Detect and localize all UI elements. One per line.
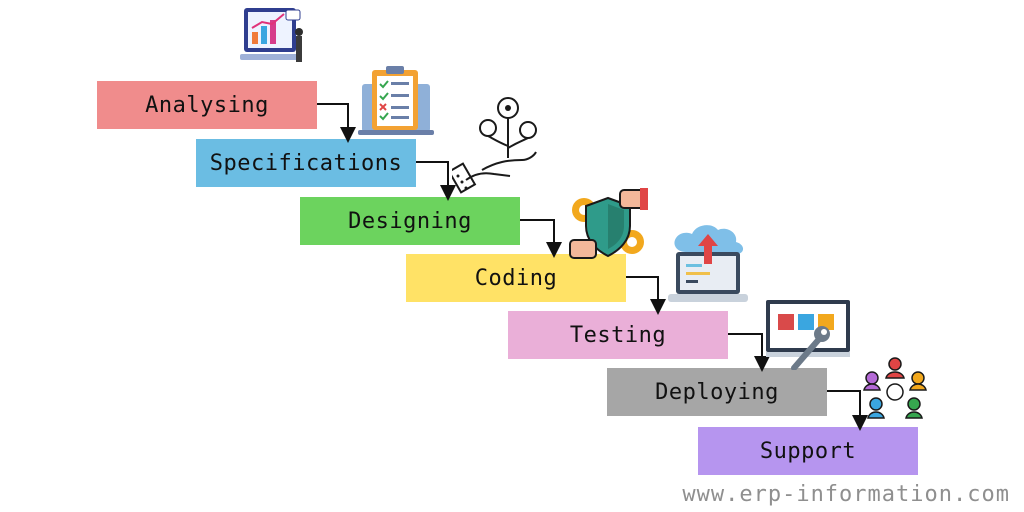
- step-label: Analysing: [145, 92, 269, 118]
- connector-arrow: [416, 161, 456, 201]
- team-support-circle-icon: [863, 357, 927, 419]
- connector-arrow: [520, 219, 562, 258]
- connector-arrow: [317, 103, 356, 143]
- step-label: Specifications: [209, 150, 403, 176]
- clipboard-checklist-icon: [358, 66, 434, 135]
- footer-website: www.erp-information.com: [682, 482, 1010, 507]
- connector-arrow: [728, 333, 770, 372]
- step-support: Support: [698, 427, 918, 475]
- connector-arrow: [626, 276, 666, 315]
- step-label: Designing: [348, 208, 472, 234]
- shield-gears-icon: [569, 188, 648, 259]
- cloud-upload-laptop-icon: [668, 225, 748, 302]
- step-designing: Designing: [300, 197, 520, 245]
- step-testing: Testing: [508, 311, 728, 359]
- step-label: Testing: [569, 322, 667, 348]
- analytics-dashboard-icon: [240, 8, 303, 62]
- step-analysing: Analysing: [97, 81, 317, 129]
- step-label: Support: [759, 438, 857, 464]
- step-specifications: Specifications: [196, 139, 416, 187]
- hand-growth-plant-icon: [452, 97, 537, 194]
- connector-arrow: [827, 390, 868, 431]
- step-coding: Coding: [406, 254, 626, 302]
- step-label: Coding: [474, 265, 558, 291]
- monitor-wrench-icon: [766, 300, 850, 370]
- step-deploying: Deploying: [607, 368, 827, 416]
- step-label: Deploying: [655, 379, 779, 405]
